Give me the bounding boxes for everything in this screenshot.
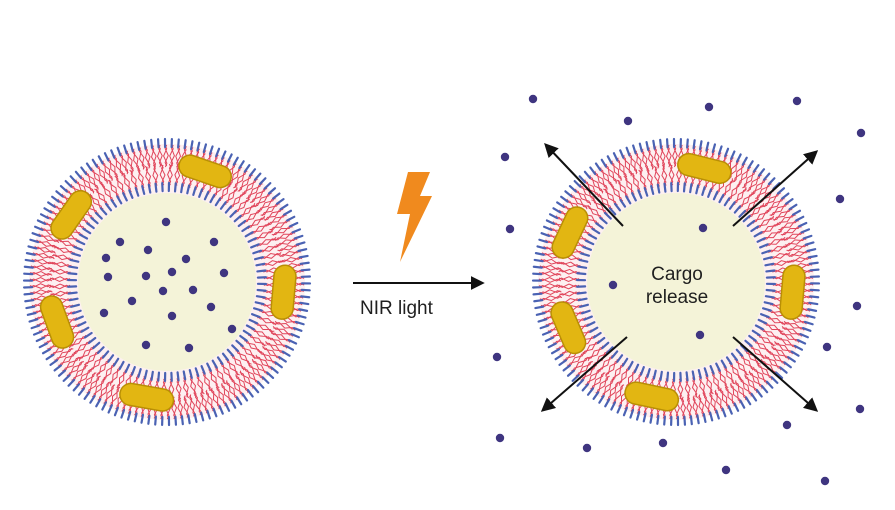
cargo-molecule bbox=[168, 312, 176, 320]
cargo-molecule bbox=[207, 303, 215, 311]
cargo-label-line2: release bbox=[622, 286, 732, 309]
cargo-molecule bbox=[699, 224, 707, 232]
cargo-molecule bbox=[583, 444, 591, 452]
cargo-molecule bbox=[506, 225, 514, 233]
cargo-molecule bbox=[722, 466, 730, 474]
cargo-molecule bbox=[624, 117, 632, 125]
cargo-label-line1: Cargo bbox=[622, 263, 732, 286]
cargo-molecule bbox=[493, 353, 501, 361]
nir-light-label: NIR light bbox=[360, 298, 433, 320]
cargo-molecule bbox=[853, 302, 861, 310]
cargo-molecule bbox=[228, 325, 236, 333]
cargo-molecule bbox=[857, 129, 865, 137]
cargo-molecule bbox=[836, 195, 844, 203]
cargo-molecule bbox=[104, 273, 112, 281]
lightning-bolt-icon bbox=[397, 172, 432, 262]
cargo-molecule bbox=[162, 218, 170, 226]
cargo-molecule bbox=[496, 434, 504, 442]
intact-liposome bbox=[24, 139, 310, 425]
cargo-molecule bbox=[100, 309, 108, 317]
cargo-molecule bbox=[856, 405, 864, 413]
cargo-molecule bbox=[168, 268, 176, 276]
cargo-molecule bbox=[529, 95, 537, 103]
cargo-molecule bbox=[142, 341, 150, 349]
cargo-molecule bbox=[609, 281, 617, 289]
cargo-molecule bbox=[128, 297, 136, 305]
cargo-molecule bbox=[783, 421, 791, 429]
gold-nanorod bbox=[270, 264, 297, 320]
cargo-molecule bbox=[220, 269, 228, 277]
cargo-molecule bbox=[159, 287, 167, 295]
cargo-molecule bbox=[182, 255, 190, 263]
cargo-release-label: Cargo release bbox=[622, 263, 732, 309]
cargo-molecule bbox=[189, 286, 197, 294]
gold-nanorod bbox=[779, 264, 806, 320]
cargo-molecule bbox=[185, 344, 193, 352]
cargo-molecule bbox=[659, 439, 667, 447]
cargo-molecule bbox=[696, 331, 704, 339]
cargo-molecule bbox=[793, 97, 801, 105]
cargo-molecule bbox=[821, 477, 829, 485]
cargo-molecule bbox=[823, 343, 831, 351]
cargo-molecule bbox=[116, 238, 124, 246]
cargo-molecule bbox=[142, 272, 150, 280]
cargo-molecule bbox=[144, 246, 152, 254]
cargo-molecule bbox=[102, 254, 110, 262]
cargo-molecule bbox=[210, 238, 218, 246]
cargo-molecule bbox=[501, 153, 509, 161]
cargo-molecule bbox=[705, 103, 713, 111]
